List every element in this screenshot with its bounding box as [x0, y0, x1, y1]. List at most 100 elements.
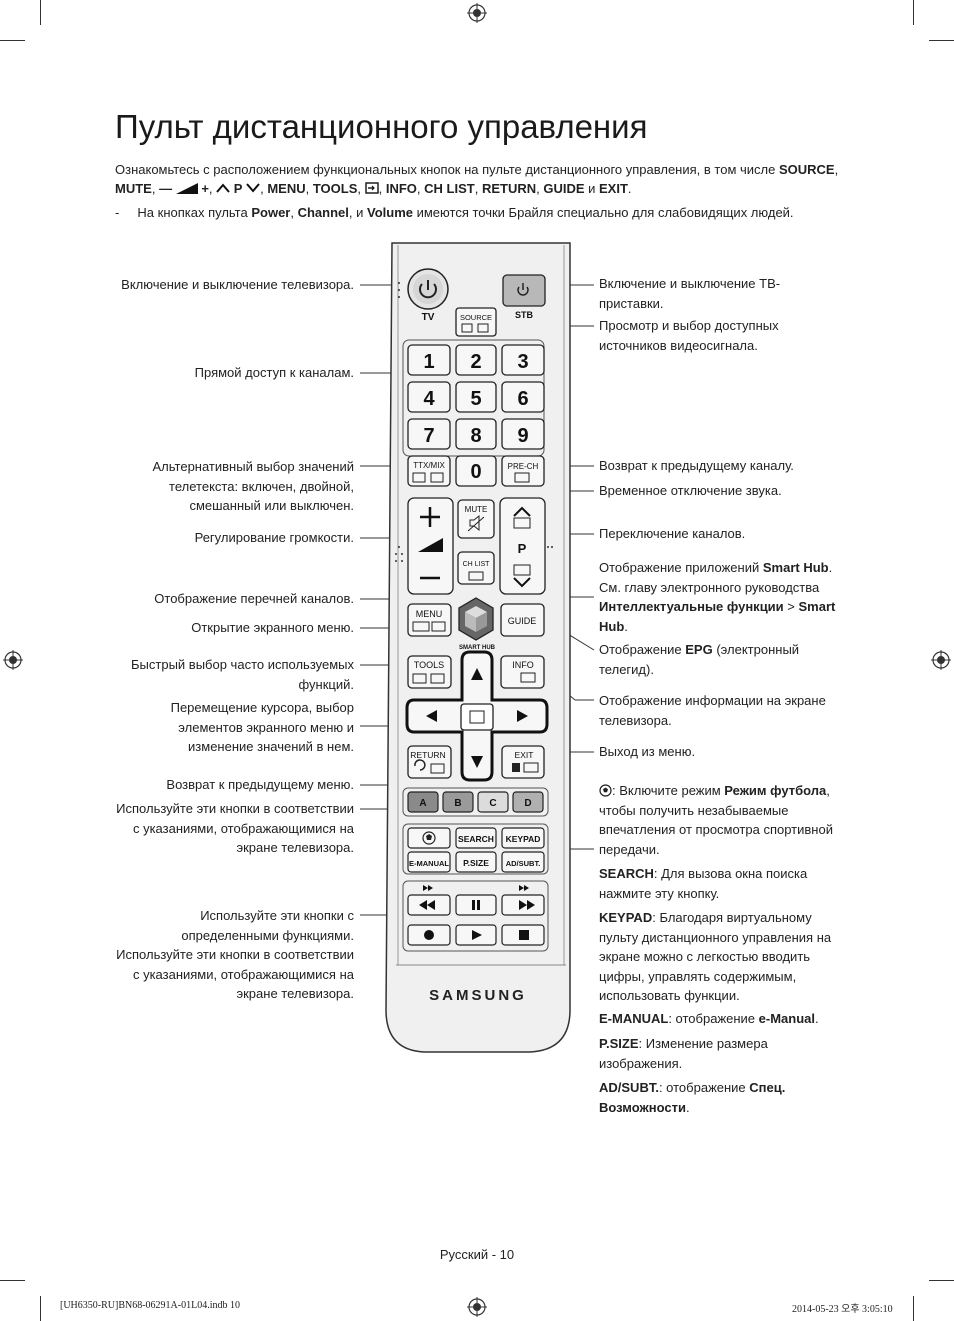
- tools-button[interactable]: [407, 655, 452, 689]
- crop-mark: [929, 40, 954, 41]
- record-button[interactable]: [407, 924, 451, 946]
- arrow-up-icon[interactable]: [471, 668, 483, 680]
- tv-power-button[interactable]: [407, 268, 449, 310]
- registration-mark-icon: [467, 1297, 487, 1317]
- note-dash: -: [115, 205, 120, 220]
- p-size-button[interactable]: [455, 851, 497, 873]
- mute-button[interactable]: [457, 499, 495, 539]
- note-text: ,: [290, 205, 298, 220]
- label-channel-list: Отображение перечней каналов.: [154, 591, 354, 606]
- tools-label: TOOLS: [414, 660, 444, 670]
- note-text: На кнопках пульта: [137, 205, 252, 220]
- stop-button[interactable]: [501, 924, 545, 946]
- stb-label: STB: [515, 310, 534, 320]
- intro-vol-minus: —: [159, 181, 173, 196]
- print-info-right: 2014-05-23 오후 3:05:10: [792, 1304, 893, 1315]
- info-button[interactable]: [500, 655, 545, 689]
- digit-6-button[interactable]: [501, 381, 545, 413]
- ttx-mix-button[interactable]: [407, 455, 451, 487]
- pre-ch-button[interactable]: [501, 455, 545, 487]
- guide-button[interactable]: [500, 603, 545, 637]
- pause-button[interactable]: [455, 894, 497, 916]
- label-exit: Выход из меню.: [599, 744, 696, 759]
- digit-0-button[interactable]: [455, 455, 497, 487]
- arrow-right-icon[interactable]: [517, 710, 528, 722]
- label-epg: Отображение EPG (электронный телегид).: [599, 640, 839, 679]
- stb-power-button[interactable]: [502, 274, 546, 307]
- volume-wedge-icon: [175, 183, 198, 194]
- color-button-c-label: C: [489, 798, 496, 809]
- digit-6-label: 6: [517, 388, 528, 410]
- intro-sep: ,: [151, 181, 160, 196]
- play-button[interactable]: [455, 924, 497, 946]
- label-teletext: Альтернативный выбор значений телетекста…: [152, 459, 354, 513]
- digit-2-button[interactable]: [455, 344, 497, 376]
- color-button-c[interactable]: [477, 791, 509, 813]
- crop-mark: [913, 0, 914, 25]
- source-button[interactable]: [455, 307, 497, 337]
- label-tools: Быстрый выбор часто используемых функций…: [131, 657, 354, 692]
- digit-4-label: 4: [423, 388, 435, 410]
- info-label: INFO: [512, 660, 534, 670]
- volume-rocker[interactable]: [407, 497, 454, 595]
- e-manual-button[interactable]: [407, 851, 451, 873]
- channel-rocker[interactable]: [499, 497, 546, 595]
- arrow-left-icon[interactable]: [426, 710, 437, 722]
- digit-3-button[interactable]: [501, 344, 545, 376]
- exit-label: EXIT: [515, 750, 534, 760]
- print-info-left: [UH6350-RU]BN68-06291A-01L04.indb 10: [60, 1300, 240, 1311]
- text: .: [624, 618, 628, 634]
- intro-paragraph: Ознакомьтесь с расположением функциональ…: [115, 160, 845, 198]
- digit-7-button[interactable]: [407, 418, 451, 450]
- note-volume: Volume: [367, 205, 413, 220]
- intro-menu: MENU: [267, 181, 306, 196]
- search-button[interactable]: [455, 827, 497, 849]
- text: Отображение приложений: [599, 560, 763, 575]
- label-ad-subt: AD/SUBT.: отображение Спец. Возможности.: [599, 1078, 839, 1117]
- note-text: имеются точки Брайля специально для слаб…: [413, 205, 794, 220]
- text-bold: AD/SUBT.: [599, 1080, 659, 1095]
- label-info: Отображение информации на экране телевиз…: [599, 693, 826, 728]
- registration-mark-icon: [3, 650, 23, 670]
- color-button-b-label: B: [454, 798, 461, 809]
- football-button[interactable]: [407, 827, 451, 849]
- ch-list-label: CH LIST: [463, 561, 491, 568]
- search-label: SEARCH: [458, 834, 494, 844]
- label-pre-ch: Возврат к предыдущему каналу.: [599, 458, 794, 473]
- color-button-a[interactable]: [407, 791, 439, 813]
- color-button-d[interactable]: [512, 791, 544, 813]
- digit-1-button[interactable]: [407, 344, 451, 376]
- return-button[interactable]: [407, 745, 452, 779]
- ad-subt-button[interactable]: [501, 851, 545, 873]
- menu-label: MENU: [416, 609, 443, 619]
- tv-label: TV: [422, 312, 435, 323]
- text: .: [815, 1011, 819, 1026]
- keypad-button[interactable]: [501, 827, 545, 849]
- menu-button[interactable]: [407, 603, 452, 637]
- ch-list-button[interactable]: [457, 551, 495, 585]
- intro-vol-plus: +: [201, 181, 209, 196]
- intro-mute: MUTE: [115, 181, 152, 196]
- label-direct-channels: Прямой доступ к каналам.: [194, 365, 354, 380]
- note-power: Power: [251, 205, 291, 220]
- digit-8-button[interactable]: [455, 418, 497, 450]
- fast-forward-button[interactable]: [501, 894, 545, 916]
- digit-4-button[interactable]: [407, 381, 451, 413]
- exit-button[interactable]: [501, 745, 545, 779]
- crop-mark: [913, 1296, 914, 1321]
- text: : отображение: [658, 1080, 750, 1095]
- label-source: Просмотр и выбор доступных источников ви…: [599, 318, 779, 353]
- rewind-button[interactable]: [407, 894, 451, 916]
- label-color-buttons: Используйте эти кнопки в соответствии с …: [116, 801, 354, 855]
- intro-sep: ,: [260, 181, 268, 196]
- enter-button[interactable]: [460, 703, 494, 731]
- label-menu: Открытие экранного меню.: [191, 620, 354, 635]
- digit-5-button[interactable]: [455, 381, 497, 413]
- smart-hub-button[interactable]: [458, 597, 494, 641]
- digit-9-button[interactable]: [501, 418, 545, 450]
- arrow-down-icon[interactable]: [471, 756, 483, 768]
- registration-mark-icon: [467, 3, 487, 23]
- color-button-b[interactable]: [442, 791, 474, 813]
